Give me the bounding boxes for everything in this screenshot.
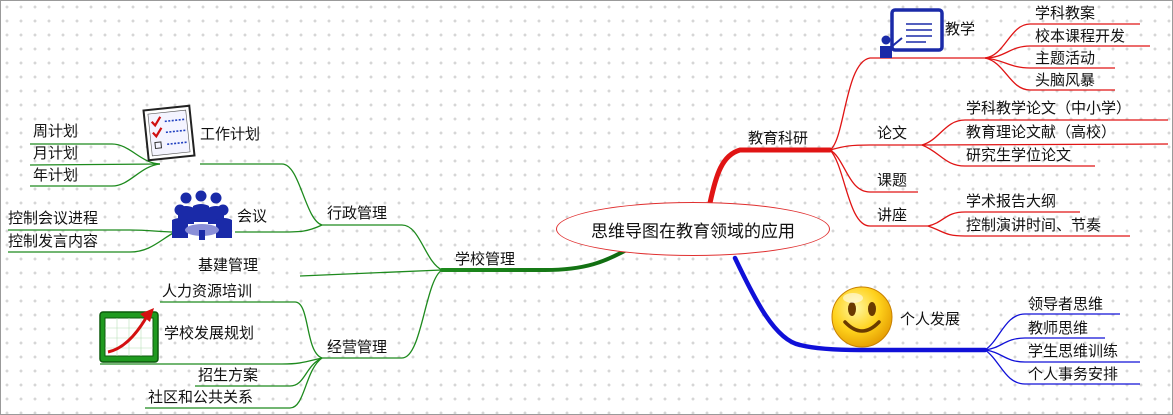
node-school-curriculum[interactable]: 校本课程开发 [1035, 27, 1126, 45]
branch-research [707, 147, 833, 206]
node-personal-dev[interactable]: 个人发展 [900, 310, 961, 328]
node-enrollment[interactable]: 招生方案 [198, 366, 259, 384]
node-operation[interactable]: 经营管理 [327, 338, 388, 356]
node-work-plan[interactable]: 工作计划 [200, 125, 261, 143]
node-teaching[interactable]: 教学 [945, 20, 976, 38]
node-dev-plan[interactable]: 学校发展规划 [164, 324, 255, 342]
node-subject-plan[interactable]: 学科教案 [1035, 4, 1096, 22]
node-theory-lit[interactable]: 教育理论文献（高校） [966, 123, 1117, 141]
node-leader-thinking[interactable]: 领导者思维 [1028, 295, 1104, 313]
node-thesis[interactable]: 论文 [877, 124, 908, 142]
node-meeting[interactable]: 会议 [237, 207, 268, 225]
node-lecture[interactable]: 讲座 [877, 206, 908, 224]
node-report-outline[interactable]: 学术报告大纲 [966, 192, 1057, 210]
node-hr-training[interactable]: 人力资源培训 [162, 282, 253, 300]
node-research[interactable]: 教育科研 [748, 129, 809, 147]
node-monthly[interactable]: 月计划 [33, 144, 79, 162]
branch-school-mgmt [440, 246, 632, 272]
node-control-time[interactable]: 控制演讲时间、节奏 [966, 216, 1102, 234]
node-theme-activity[interactable]: 主题活动 [1035, 49, 1096, 67]
node-personal-affairs[interactable]: 个人事务安排 [1028, 365, 1119, 383]
node-project[interactable]: 课题 [877, 171, 908, 189]
meeting-people-icon [172, 190, 232, 240]
node-teacher-thinking[interactable]: 教师思维 [1028, 319, 1089, 337]
node-speech-content[interactable]: 控制发言内容 [8, 232, 99, 250]
presentation-icon [880, 8, 944, 58]
node-infrastructure[interactable]: 基建管理 [198, 256, 259, 274]
central-topic[interactable]: 思维导图在教育领域的应用 [556, 202, 830, 256]
checklist-icon [142, 104, 196, 162]
node-meeting-progress[interactable]: 控制会议进程 [8, 209, 99, 227]
node-subject-thesis[interactable]: 学科教学论文（中小学） [966, 99, 1132, 117]
node-brainstorm[interactable]: 头脑风暴 [1035, 71, 1096, 89]
node-admin[interactable]: 行政管理 [327, 204, 388, 222]
node-student-thinking[interactable]: 学生思维训练 [1028, 342, 1119, 360]
node-community[interactable]: 社区和公共关系 [148, 388, 254, 406]
node-grad-thesis[interactable]: 研究生学位论文 [966, 146, 1072, 164]
growth-chart-icon [99, 308, 159, 363]
node-yearly[interactable]: 年计划 [33, 166, 79, 184]
branch-personal [732, 255, 988, 353]
node-school-mgmt[interactable]: 学校管理 [455, 250, 516, 268]
smiley-icon [831, 286, 893, 348]
node-weekly[interactable]: 周计划 [33, 122, 79, 140]
